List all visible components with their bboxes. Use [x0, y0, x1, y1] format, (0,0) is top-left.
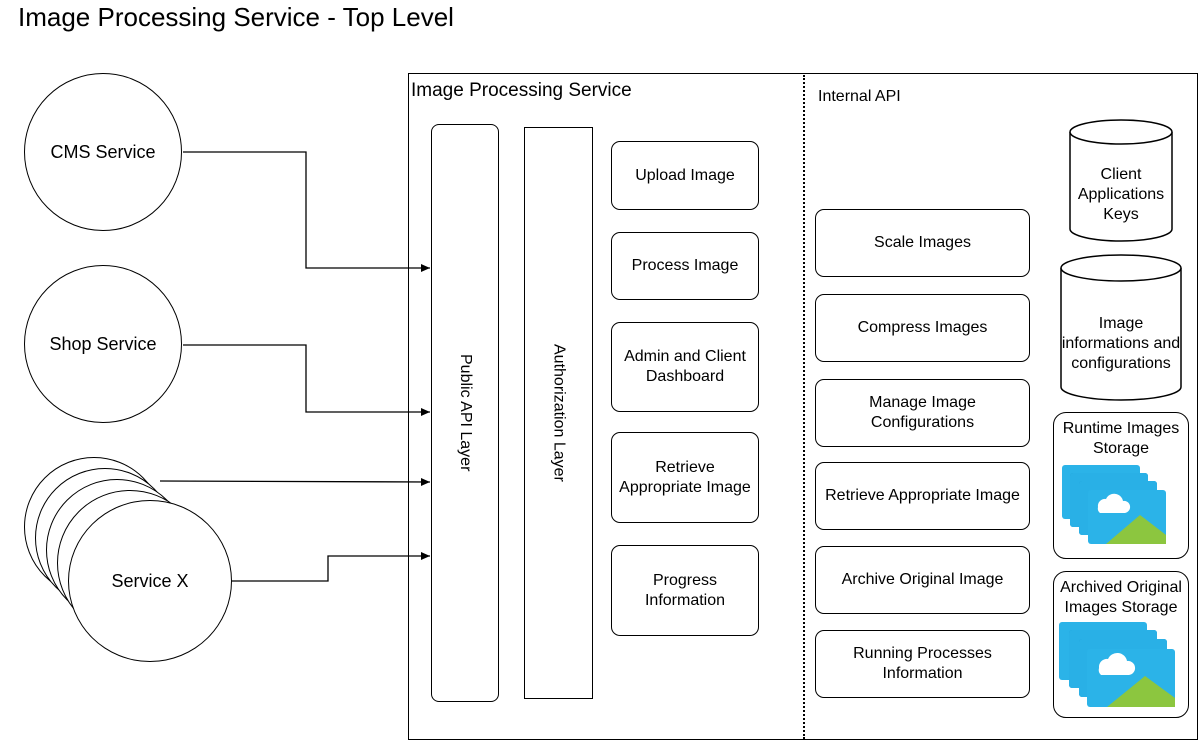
- progress-information-label: Progress Information: [644, 571, 726, 609]
- running-processes-box: Running Processes Information: [815, 630, 1030, 698]
- archived-images-storage: Archived Original Images Storage: [1053, 571, 1189, 718]
- upload-image-box: Upload Image: [611, 141, 759, 210]
- authorization-layer-label: Authorization Layer: [550, 344, 568, 482]
- runtime-storage-label: Runtime Images Storage: [1062, 420, 1180, 457]
- compress-images-label: Compress Images: [857, 319, 988, 336]
- runtime-images-storage: Runtime Images Storage: [1053, 412, 1189, 559]
- internal-api-title: Internal API: [818, 88, 901, 105]
- public-api-layer: Public API Layer: [431, 124, 499, 702]
- public-api-layer-label: Public API Layer: [457, 354, 474, 472]
- running-processes-label: Running Processes Information: [853, 645, 992, 682]
- manage-configurations-box: Manage Image Configurations: [815, 379, 1030, 447]
- service-x-label: Service X: [111, 570, 189, 591]
- internal-api-divider: [803, 75, 805, 739]
- image-stack-icon: [1062, 465, 1166, 544]
- image-stack-icon: [1059, 622, 1175, 707]
- image-info-label: Image informations and configurations: [1061, 315, 1181, 372]
- cms-service-node: CMS Service: [24, 73, 182, 231]
- scale-images-box: Scale Images: [815, 209, 1030, 277]
- servicex-connector-2: [232, 552, 430, 582]
- process-image-box: Process Image: [611, 232, 759, 300]
- archive-original-box: Archive Original Image: [815, 546, 1030, 614]
- compress-images-box: Compress Images: [815, 294, 1030, 362]
- retrieve-image-label: Retrieve Appropriate Image: [619, 458, 751, 496]
- admin-client-dashboard-box: Admin and Client Dashboard: [611, 322, 759, 412]
- image-info-database: [1060, 254, 1182, 401]
- image-processing-service-container: [408, 73, 1198, 740]
- archive-original-label: Archive Original Image: [841, 571, 1004, 588]
- shop-service-label: Shop Service: [49, 333, 157, 354]
- admin-client-dashboard-label: Admin and Client Dashboard: [624, 348, 746, 385]
- shop-service-node: Shop Service: [24, 265, 182, 423]
- page-title: Image Processing Service - Top Level: [18, 2, 454, 32]
- upload-image-label: Upload Image: [635, 166, 735, 184]
- shop-connector: [183, 344, 430, 416]
- scale-images-label: Scale Images: [874, 234, 971, 251]
- progress-information-box: Progress Information: [611, 545, 759, 636]
- process-image-label: Process Image: [631, 257, 739, 274]
- client-keys-database: [1069, 119, 1173, 242]
- manage-configurations-label: Manage Image Configurations: [869, 394, 976, 431]
- cms-connector: [183, 151, 430, 272]
- cms-service-label: CMS Service: [50, 141, 156, 162]
- retrieve-image-box: Retrieve Appropriate Image: [611, 432, 759, 523]
- internal-retrieve-image-box: Retrieve Appropriate Image: [815, 462, 1030, 530]
- service-title: Image Processing Service: [411, 80, 632, 101]
- service-x-node: Service X: [68, 500, 232, 662]
- authorization-layer: Authorization Layer: [524, 127, 593, 699]
- client-keys-label: Client Applications Keys: [1077, 166, 1165, 223]
- servicex-connector-1: [159, 477, 431, 486]
- archived-storage-label: Archived Original Images Storage: [1060, 579, 1182, 616]
- internal-retrieve-image-label: Retrieve Appropriate Image: [825, 487, 1020, 504]
